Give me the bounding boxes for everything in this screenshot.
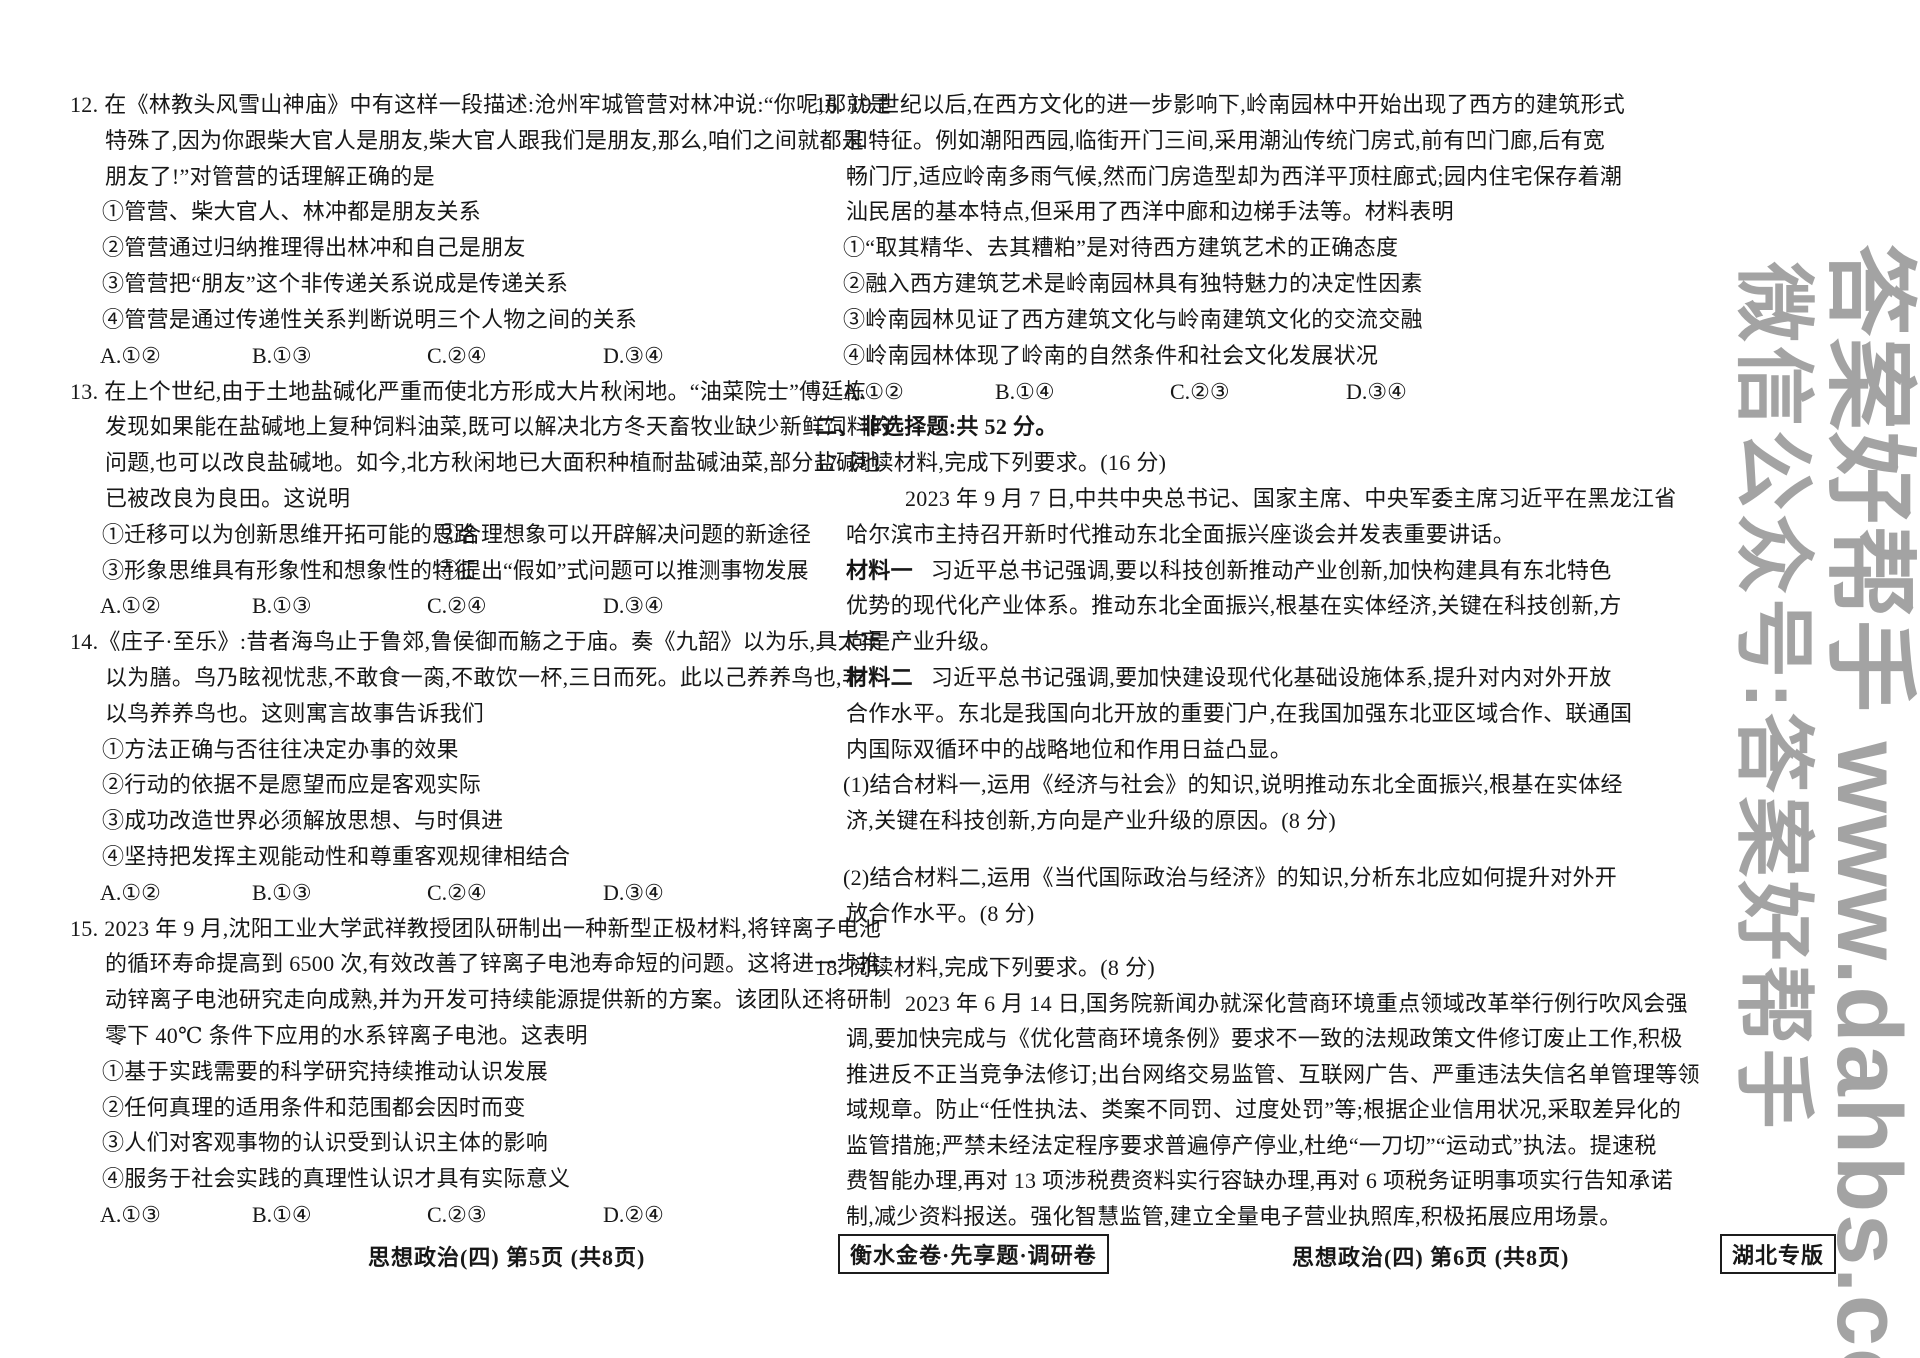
question-12-line: 特殊了,因为你跟柴大官人是朋友,柴大官人跟我们是朋友,那么,咱们之间就都是 — [105, 128, 865, 153]
choice-c: C.②③ — [1170, 379, 1230, 404]
question-15-line: 零下 40℃ 条件下应用的水系锌离子电池。这表明 — [105, 1023, 588, 1048]
choice-b: B.①④ — [252, 1202, 312, 1227]
question-16-option: ④岭南园林体现了岭南的自然条件和社会文化发展状况 — [843, 343, 1379, 368]
question-15-choices: A.①③ B.①④ C.②③ D.②④ — [100, 1200, 800, 1230]
choice-d: D.③④ — [603, 880, 664, 905]
question-15-option: ③人们对客观事物的认识受到认识主体的影响 — [102, 1130, 549, 1155]
question-18-body-line: 费智能办理,再对 13 项涉税费资料实行容缺办理,再对 6 项税务证明事项实行告… — [846, 1168, 1673, 1193]
choice-c: C.②④ — [427, 593, 487, 618]
question-18-body-line: 调,要加快完成与《优化营商环境条例》要求不一致的法规政策文件修订废止工作,积极 — [846, 1026, 1683, 1051]
choice-b: B.①③ — [252, 343, 312, 368]
question-17-intro-line: 2023 年 9 月 7 日,中共中央总书记、国家主席、中央军委主席习近平在黑龙… — [905, 486, 1677, 511]
material-1-label: 材料一 — [846, 558, 913, 583]
choice-b: B.①③ — [252, 880, 312, 905]
choice-d: D.③④ — [1346, 379, 1407, 404]
choice-a: A.①③ — [100, 1202, 161, 1227]
choice-b: B.①④ — [995, 379, 1055, 404]
question-14-line: 以鸟养养鸟也。这则寓言故事告诉我们 — [105, 701, 485, 726]
question-17-intro-line: 哈尔滨市主持召开新时代推动东北全面振兴座谈会并发表重要讲话。 — [846, 522, 1516, 547]
question-13-option: ③形象思维具有形象性和想象性的特征 — [102, 558, 477, 583]
question-17-material-1-line: 优势的现代化产业体系。推动东北全面振兴,根基在实体经济,关键在科技创新,方 — [846, 593, 1622, 618]
question-12-line: 朋友了!”对管营的话理解正确的是 — [105, 164, 435, 189]
choice-a: A.①② — [100, 593, 161, 618]
question-17-material-1-line: 材料一习近平总书记强调,要以科技创新推动产业创新,加快构建具有东北特色 — [846, 556, 1612, 586]
question-18-body-line: 2023 年 6 月 14 日,国务院新闻办就深化营商环境重点领域改革举行例行吹… — [905, 991, 1688, 1016]
question-12-option: ③管营把“朋友”这个非传递关系说成是传递关系 — [102, 271, 569, 296]
question-13-line: 13. 在上个世纪,由于土地盐碱化严重而使北方形成大片秋闲地。“油菜院士”傅廷栋 — [70, 379, 867, 404]
question-17-sub-2-line: 放合作水平。(8 分) — [846, 901, 1035, 926]
left-page-footer: 思想政治(四) 第5页 (共8页) — [368, 1245, 646, 1270]
question-17-material-2-line: 材料二习近平总书记强调,要加快建设现代化基础设施体系,提升对内对外开放 — [846, 663, 1612, 693]
question-14-option: ④坚持把发挥主观能动性和尊重客观规律相结合 — [102, 844, 571, 869]
question-16-line: 16. 19 世纪以后,在西方文化的进一步影响下,岭南园林中开始出现了西方的建筑… — [815, 92, 1626, 117]
material-2-label: 材料二 — [846, 665, 913, 690]
question-17-sub-2-line: (2)结合材料二,运用《当代国际政治与经济》的知识,分析东北应如何提升对外开 — [843, 865, 1618, 890]
choice-d: D.③④ — [603, 593, 664, 618]
question-16-line: 汕民居的基本特点,但采用了西洋中廊和边梯手法等。材料表明 — [846, 199, 1454, 224]
edition-box: 湖北专版 — [1720, 1234, 1837, 1274]
section-2-heading: 二、非选择题:共 52 分。 — [815, 414, 1058, 439]
question-18-body-line: 制,减少资料报送。强化智慧监管,建立全量电子营业执照库,积极拓展应用场景。 — [846, 1204, 1622, 1229]
question-15-line: 的循环寿命提高到 6500 次,有效改善了锌离子电池寿命短的问题。这将进一步推 — [105, 951, 882, 976]
question-17-material-2-line: 合作水平。东北是我国向北开放的重要门户,在我国加强东北亚区域合作、联通国 — [846, 701, 1633, 726]
question-16-line: 和特征。例如潮阳西园,临街开门三间,采用潮汕传统门房式,前有凹门廊,后有宽 — [846, 128, 1606, 153]
question-15-line: 动锌离子电池研究走向成熟,并为开发可持续能源提供新的方案。该团队还将研制 — [105, 987, 892, 1012]
question-16-option: ②融入西方建筑艺术是岭南园林具有独特魅力的决定性因素 — [843, 271, 1423, 296]
question-14-option: ①方法正确与否往往决定办事的效果 — [102, 737, 459, 762]
question-15-option: ④服务于社会实践的真理性认识才具有实际意义 — [102, 1166, 571, 1191]
question-16-line: 畅门厅,适应岭南多雨气候,然而门房造型却为西洋平顶柱廊式;园内住宅保存着潮 — [846, 164, 1623, 189]
question-15-option: ②任何真理的适用条件和范围都会因时而变 — [102, 1095, 526, 1120]
question-12-choices: A.①② B.①③ C.②④ D.③④ — [100, 341, 800, 371]
question-17-sub-1-line: (1)结合材料一,运用《经济与社会》的知识,说明推动东北全面振兴,根基在实体经 — [843, 772, 1623, 797]
question-13-option-row: ①迁移可以为创新思维开拓可能的思路 ②合理想象可以开辟解决问题的新途径 — [102, 520, 811, 550]
question-17-sub-1-line: 济,关键在科技创新,方向是产业升级的原因。(8 分) — [846, 808, 1336, 833]
question-12-option: ②管营通过归纳推理得出林冲和自己是朋友 — [102, 235, 526, 260]
question-16-choices: A.①② B.①④ C.②③ D.③④ — [843, 377, 1543, 407]
choice-a: A.①② — [100, 880, 161, 905]
choice-d: D.③④ — [603, 343, 664, 368]
question-14-line: 以为膳。鸟乃眩视忧悲,不敢食一脔,不敢饮一杯,三日而死。此以己养养鸟也,非 — [105, 665, 865, 690]
watermark-site-url: 答案好帮手 www.dahbs.com — [1818, 244, 1920, 1358]
question-13-option-row: ③形象思维具有形象性和想象性的特征 ④提出“假如”式问题可以推测事物发展 — [102, 556, 809, 586]
choice-c: C.②④ — [427, 343, 487, 368]
question-16-option: ③岭南园林见证了西方建筑文化与岭南建筑文化的交流交融 — [843, 307, 1423, 332]
question-18-heading: 18. 阅读材料,完成下列要求。(8 分) — [815, 955, 1155, 980]
material-2-text: 习近平总书记强调,要加快建设现代化基础设施体系,提升对内对外开放 — [930, 665, 1612, 690]
choice-c: C.②③ — [427, 1202, 487, 1227]
question-14-line: 14.《庄子·至乐》:昔者海鸟止于鲁郊,鲁侯御而觞之于庙。奏《九韶》以为乐,具太… — [70, 629, 883, 654]
question-17-material-1-line: 向是产业升级。 — [846, 629, 1003, 654]
question-14-option: ②行动的依据不是愿望而应是客观实际 — [102, 772, 482, 797]
choice-c: C.②④ — [427, 880, 487, 905]
question-18-body-line: 推进反不正当竞争法修订;出台网络交易监管、互联网广告、严重违法失信名单管理等领 — [846, 1062, 1700, 1087]
question-12-option: ④管营是通过传递性关系判断说明三个人物之间的关系 — [102, 307, 638, 332]
question-15-line: 15. 2023 年 9 月,沈阳工业大学武祥教授团队研制出一种新型正极材料,将… — [70, 916, 882, 941]
question-13-choices: A.①② B.①③ C.②④ D.③④ — [100, 591, 800, 621]
choice-a: A.①② — [843, 379, 904, 404]
question-13-line: 问题,也可以改良盐碱地。如今,北方秋闲地已大面积种植耐盐碱油菜,部分盐碱地 — [105, 450, 881, 475]
question-18-body-line: 监管措施;严禁未经法定程序要求普遍停产停业,杜绝“一刀切”“运动式”执法。提速税 — [846, 1133, 1657, 1158]
question-13-option: ①迁移可以为创新思维开拓可能的思路 — [102, 522, 477, 547]
material-1-text: 习近平总书记强调,要以科技创新推动产业创新,加快构建具有东北特色 — [930, 558, 1612, 583]
question-14-choices: A.①② B.①③ C.②④ D.③④ — [100, 878, 800, 908]
question-18-body-line: 域规章。防止“任性执法、类案不同罚、过度处罚”等;根据企业信用状况,采取差异化的 — [846, 1097, 1682, 1122]
choice-a: A.①② — [100, 343, 161, 368]
question-17-heading: 17. 阅读材料,完成下列要求。(16 分) — [815, 450, 1167, 475]
question-15-option: ①基于实践需要的科学研究持续推动认识发展 — [102, 1059, 549, 1084]
choice-d: D.②④ — [603, 1202, 664, 1227]
question-17-material-2-line: 内国际双循环中的战略地位和作用日益凸显。 — [846, 737, 1293, 762]
question-12-line: 12. 在《林教头风雪山神庙》中有这样一段描述:沧州牢城管营对林冲说:“你呢,那… — [70, 92, 892, 117]
question-13-option: ②合理想象可以开辟解决问题的新途径 — [437, 522, 812, 547]
brand-box: 衡水金卷·先享题·调研卷 — [838, 1234, 1109, 1274]
question-14-option: ③成功改造世界必须解放思想、与时俱进 — [102, 808, 504, 833]
question-13-option: ④提出“假如”式问题可以推测事物发展 — [437, 558, 809, 583]
question-13-line: 已被改良为良田。这说明 — [105, 486, 351, 511]
question-16-option: ①“取其精华、去其糟粕”是对待西方建筑艺术的正确态度 — [843, 235, 1399, 260]
choice-b: B.①③ — [252, 593, 312, 618]
question-13-line: 发现如果能在盐碱地上复种饲料油菜,既可以解决北方冬天畜牧业缺少新鲜饲料的 — [105, 414, 892, 439]
question-12-option: ①管营、柴大官人、林冲都是朋友关系 — [102, 199, 482, 224]
right-page-footer: 思想政治(四) 第6页 (共8页) — [1292, 1245, 1570, 1270]
